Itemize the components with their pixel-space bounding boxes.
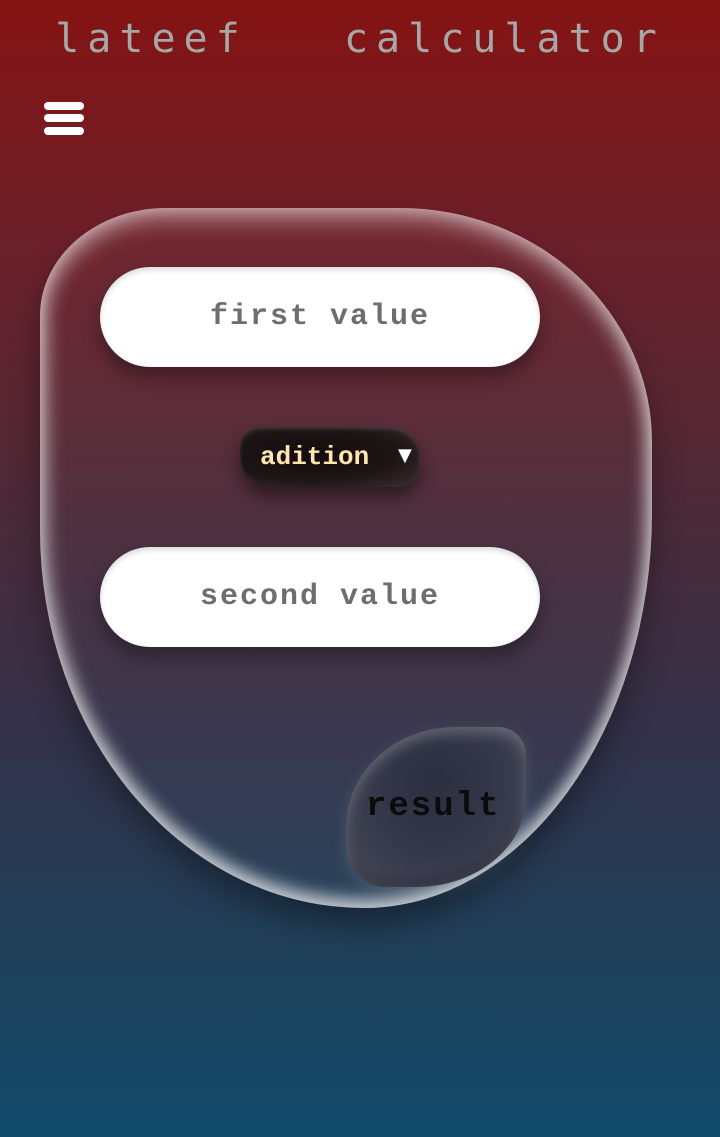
dropdown-arrow-icon: ▼ (398, 445, 412, 466)
menu-button[interactable] (44, 102, 84, 136)
result-button-label: result (366, 788, 501, 826)
operation-selected-label: adition (260, 442, 370, 472)
hamburger-menu-icon-bar (44, 127, 84, 135)
hamburger-menu-icon (44, 102, 84, 110)
hamburger-menu-icon-bar (44, 114, 84, 122)
first-value-input[interactable] (100, 267, 540, 367)
app-title: lateef calculator (55, 16, 665, 62)
operation-select[interactable]: adition ▼ (240, 427, 420, 487)
second-value-input[interactable] (100, 547, 540, 647)
result-button[interactable]: result (346, 727, 526, 887)
